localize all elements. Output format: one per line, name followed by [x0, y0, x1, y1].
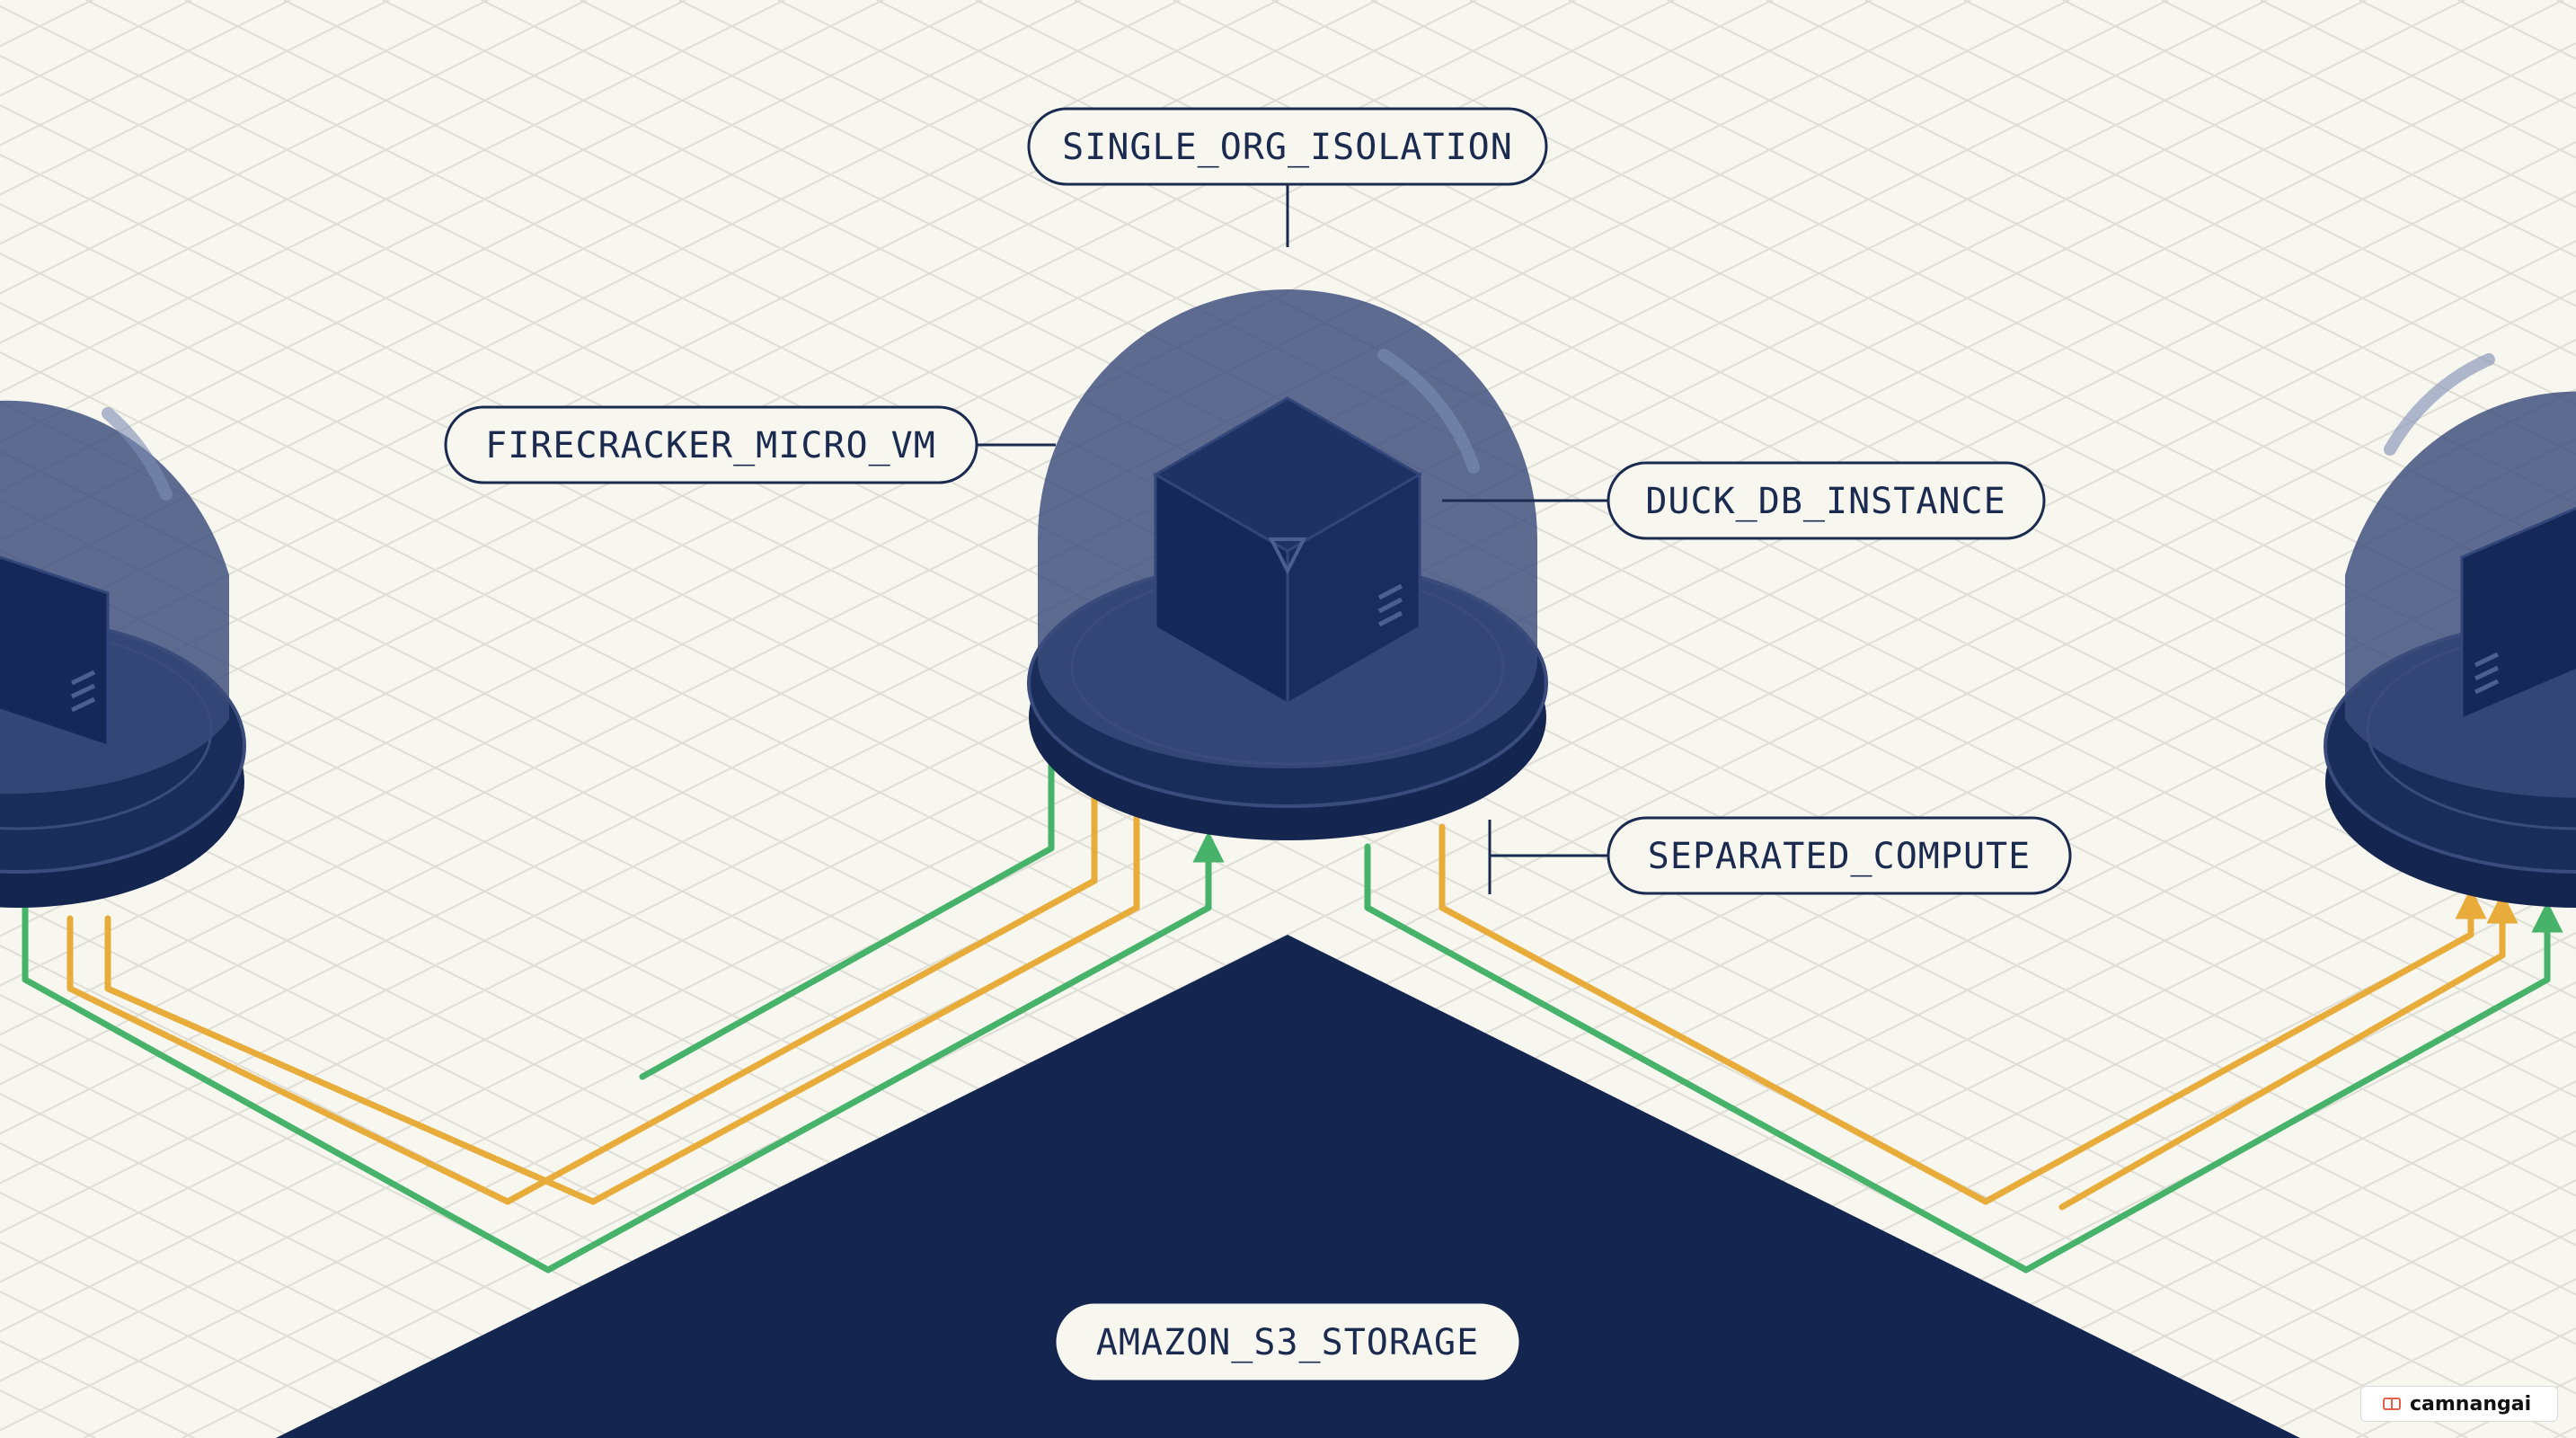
flow-orange-right-a [1438, 823, 2487, 1205]
left-dome [0, 400, 246, 908]
data-flows [22, 572, 2563, 1274]
flow-green-left-outer [22, 830, 1225, 1274]
duckdb-cube [1153, 396, 1422, 706]
label-separated-compute: SEPARATED_COMPUTE [1607, 816, 2072, 895]
cube-logo-icon [1268, 537, 1307, 575]
label-duck-db-instance-text: DUCK_DB_INSTANCE [1645, 481, 2005, 522]
s3-storage-block [276, 935, 2300, 1438]
watermark-text: camnangai [2410, 1392, 2532, 1416]
label-duck-db-instance: DUCK_DB_INSTANCE [1607, 461, 2046, 540]
right-dome [2324, 353, 2576, 908]
label-firecracker-micro-vm: FIRECRACKER_MICRO_VM [444, 405, 978, 484]
watermark-badge: camnangai [2360, 1386, 2558, 1422]
label-amazon-s3-storage: AMAZON_S3_STORAGE [1056, 1303, 1519, 1380]
label-connectors [977, 184, 1608, 894]
label-single-org-isolation-text: SINGLE_ORG_ISOLATION [1062, 127, 1513, 168]
label-amazon-s3-storage-text: AMAZON_S3_STORAGE [1096, 1322, 1479, 1363]
label-separated-compute-text: SEPARATED_COMPUTE [1648, 836, 2031, 877]
box-icon [2383, 1398, 2401, 1410]
center-dome [1027, 289, 1548, 840]
flow-orange-right-b [2058, 892, 2518, 1211]
label-firecracker-micro-vm-text: FIRECRACKER_MICRO_VM [485, 425, 936, 466]
flow-green-right-outer [1364, 843, 2563, 1274]
label-single-org-isolation: SINGLE_ORG_ISOLATION [1027, 107, 1548, 186]
